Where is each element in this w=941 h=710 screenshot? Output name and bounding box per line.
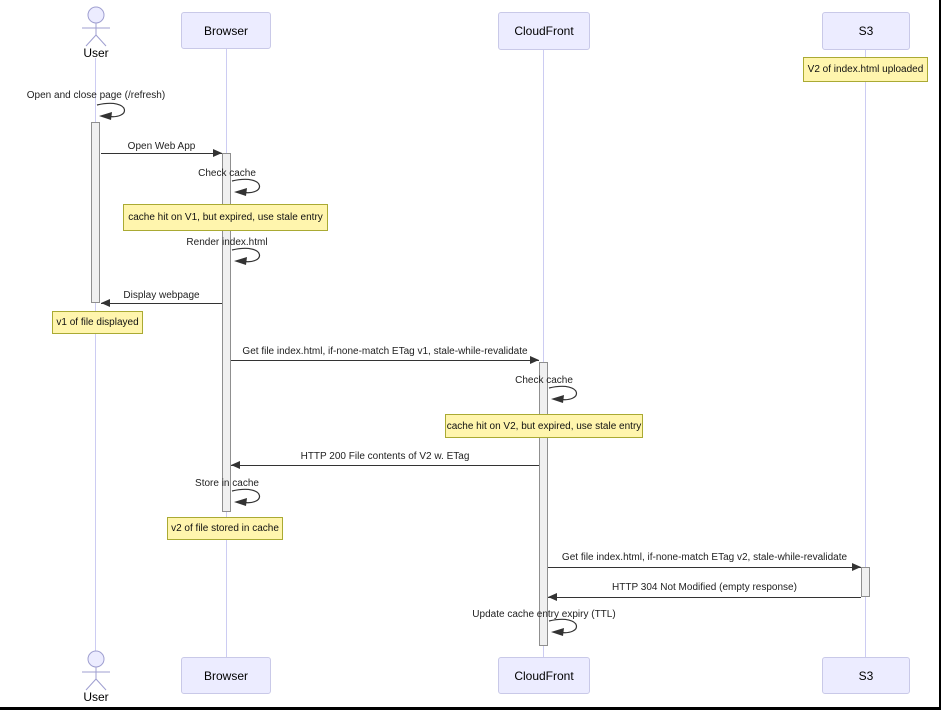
msg-http-304: HTTP 304 Not Modified (empty response) <box>612 582 797 593</box>
msg-display-webpage: Display webpage <box>123 290 200 301</box>
arrowhead-left-icon <box>548 593 557 601</box>
participant-s3-bottom-label: S3 <box>858 668 874 683</box>
participant-cloudfront-top: CloudFront <box>498 12 590 50</box>
msg-check-cache-browser: Check cache <box>198 168 256 179</box>
participant-browser-bottom-label: Browser <box>203 668 248 683</box>
participant-browser-bottom: Browser <box>181 657 271 694</box>
arrowhead-left-icon <box>101 299 110 307</box>
arrowhead-right-icon <box>852 563 861 571</box>
msg-update-ttl: Update cache entry expiry (TTL) <box>472 609 616 620</box>
note-cache-hit-v1-text: cache hit on V1, but expired, use stale … <box>128 212 323 223</box>
arrow-open-web-app <box>101 153 222 154</box>
participant-cloudfront-top-label: CloudFront <box>514 24 574 38</box>
lifeline-user <box>95 58 96 652</box>
participant-user-top-label: User <box>83 46 109 60</box>
arrow-http-304 <box>548 597 861 598</box>
activation-user <box>91 122 100 303</box>
note-cache-hit-v2-text: cache hit on V2, but expired, use stale … <box>446 420 642 432</box>
participant-s3-top-label: S3 <box>858 24 874 38</box>
note-v2-stored-text: v2 of file stored in cache <box>171 523 279 534</box>
msg-store-in-cache: Store in cache <box>195 478 259 489</box>
participant-cloudfront-bottom-label: CloudFront <box>514 668 574 683</box>
msg-http-200: HTTP 200 File contents of V2 w. ETag <box>300 451 470 462</box>
note-cache-hit-v2: cache hit on V2, but expired, use stale … <box>445 414 643 438</box>
msg-get-file-v1: Get file index.html, if-none-match ETag … <box>242 346 528 357</box>
lifeline-cloudfront <box>543 50 544 657</box>
arrow-http-200 <box>231 465 539 466</box>
arrowhead-right-icon <box>213 149 222 157</box>
participant-cloudfront-bottom: CloudFront <box>498 657 590 694</box>
user-actor-icon <box>82 6 110 47</box>
self-loop-check-cache-cloudfront <box>548 385 577 403</box>
self-loop-update-ttl <box>548 618 577 636</box>
arrow-get-file-v2 <box>548 567 861 568</box>
arrow-get-file-v1 <box>231 360 539 361</box>
msg-render-index: Render index.html <box>186 237 268 248</box>
activation-s3 <box>861 567 870 597</box>
msg-refresh: Open and close page (/refresh) <box>26 90 166 101</box>
activation-browser <box>222 153 231 512</box>
participant-browser-top-label: Browser <box>203 23 248 38</box>
arrow-display-webpage <box>101 303 222 304</box>
msg-check-cache-cloudfront: Check cache <box>515 375 573 386</box>
note-v2-uploaded-text: V2 of index.html uploaded <box>807 64 924 75</box>
msg-open-web-app: Open Web App <box>127 141 196 152</box>
participant-s3-bottom: S3 <box>822 657 910 694</box>
self-loop-render-index <box>231 247 260 265</box>
participant-s3-top: S3 <box>822 12 910 50</box>
self-loop-store-in-cache <box>231 488 260 506</box>
participant-user-bottom-label: User <box>83 690 109 704</box>
self-loop-check-cache-browser <box>231 178 260 196</box>
note-v2-stored: v2 of file stored in cache <box>167 517 283 540</box>
user-actor-icon <box>82 650 110 691</box>
participant-browser-top: Browser <box>181 12 271 49</box>
note-cache-hit-v1: cache hit on V1, but expired, use stale … <box>123 204 328 231</box>
note-v2-uploaded: V2 of index.html uploaded <box>803 57 928 82</box>
note-v1-displayed-text: v1 of file displayed <box>56 317 139 328</box>
msg-get-file-v2: Get file index.html, if-none-match ETag … <box>561 552 848 563</box>
arrowhead-right-icon <box>530 356 539 364</box>
note-v1-displayed: v1 of file displayed <box>52 311 143 334</box>
lifeline-s3 <box>865 50 866 657</box>
arrowhead-left-icon <box>231 461 240 469</box>
self-loop-refresh <box>96 102 125 120</box>
activation-cloudfront <box>539 362 548 646</box>
